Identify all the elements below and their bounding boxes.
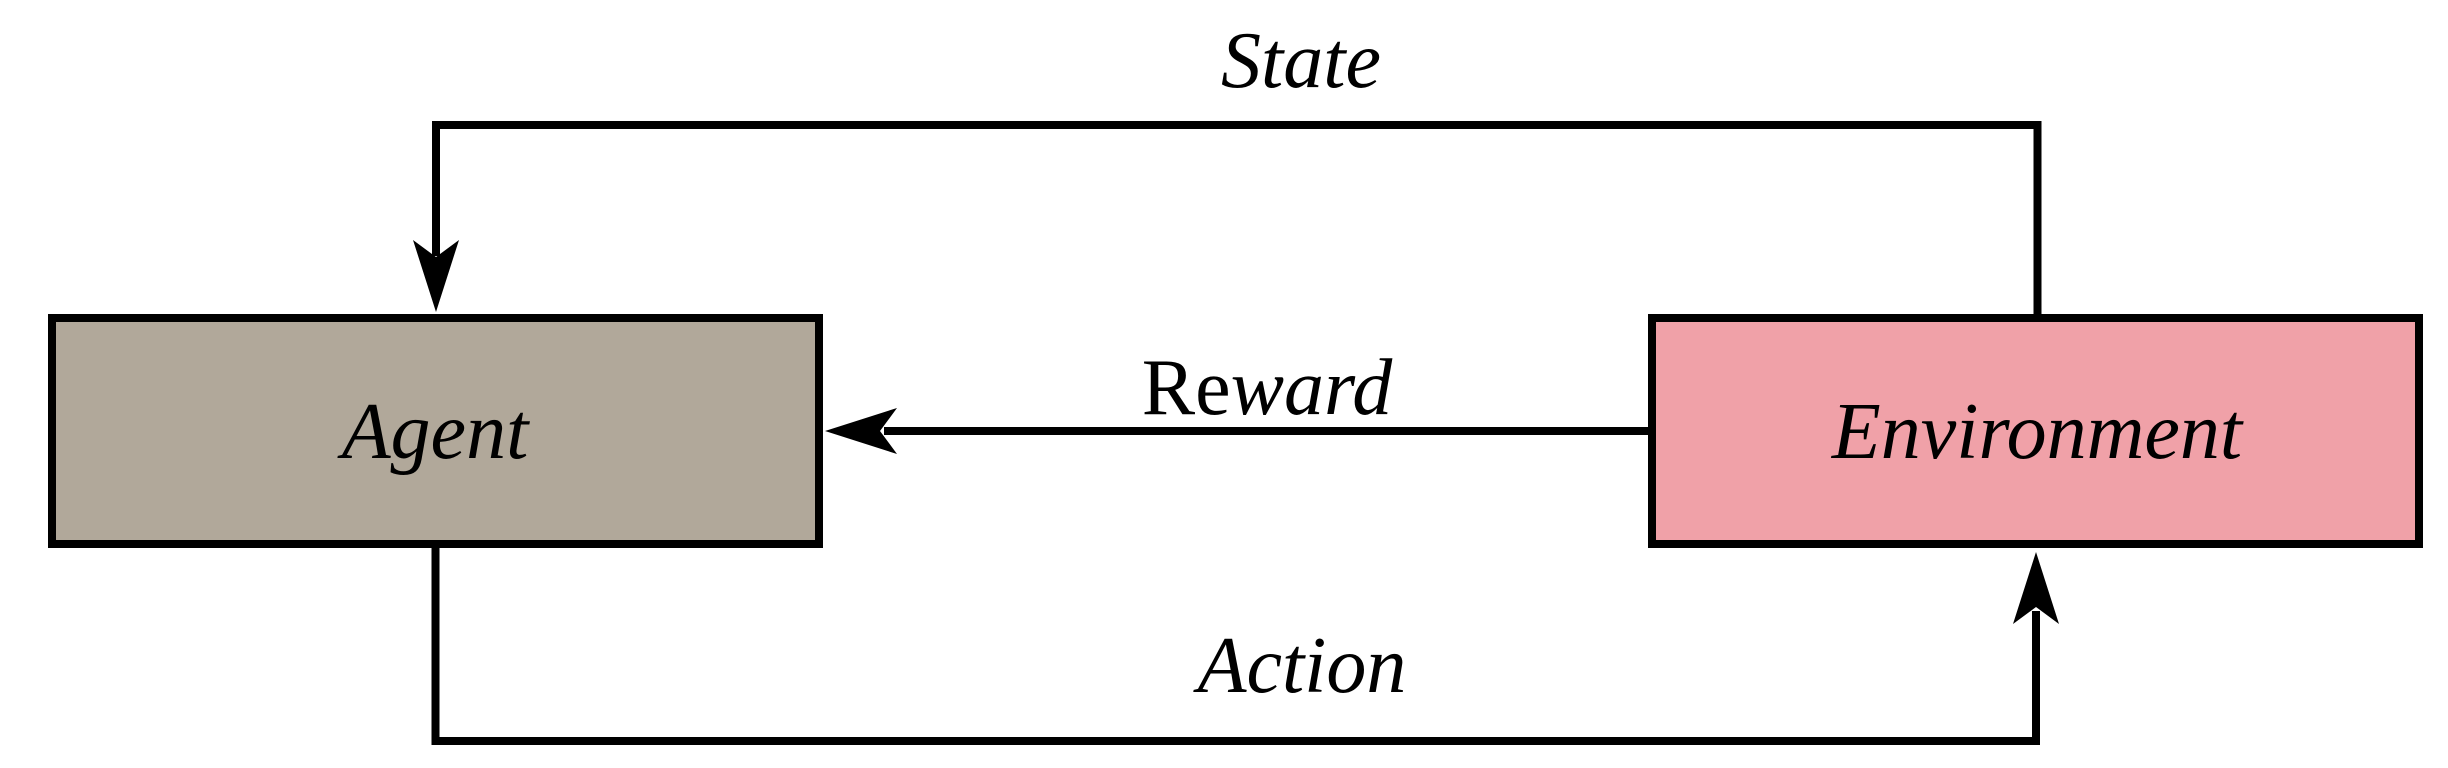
- state-arrowhead: [413, 240, 459, 312]
- environment-box: [1648, 314, 2423, 548]
- action-arrowhead: [2013, 552, 2059, 624]
- agent-box: [48, 314, 823, 548]
- reward-label-roman-part: Re: [1142, 344, 1231, 432]
- state-edge-path: [432, 121, 2042, 318]
- state-label: State: [1221, 17, 1381, 105]
- action-edge-path: [431, 548, 2040, 745]
- agent-label: Agent: [337, 388, 530, 476]
- reward-label-italic-part: ward: [1231, 344, 1394, 432]
- reward-label: Reward: [1142, 344, 1393, 432]
- reward-arrowhead: [825, 408, 897, 454]
- environment-label: Environment: [1831, 388, 2244, 476]
- action-label: Action: [1193, 622, 1407, 710]
